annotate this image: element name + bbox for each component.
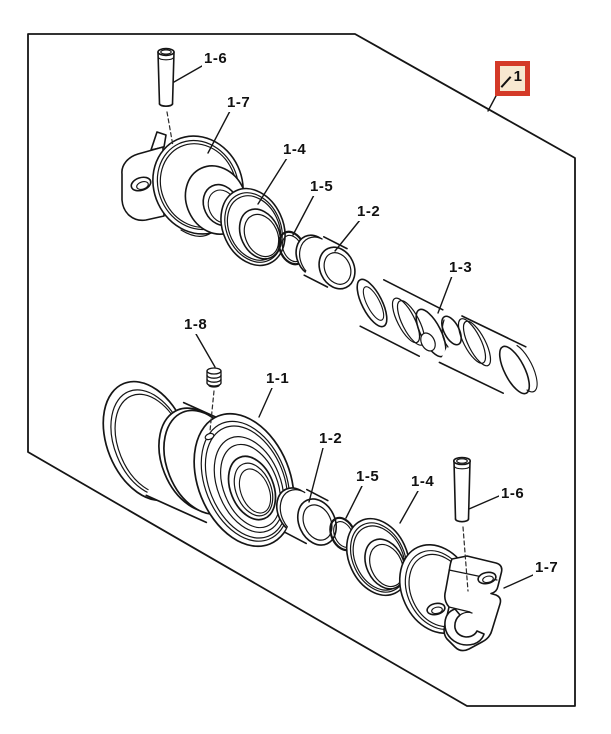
part-pin-top: [157, 47, 175, 107]
part-bracket-bottom: [398, 543, 503, 652]
part-bushing-top: [295, 234, 356, 290]
callout-1-4-top[interactable]: 1-4: [281, 141, 309, 159]
callout-1-2-bottom[interactable]: 1-2: [317, 430, 345, 448]
callout-1-7-bottom[interactable]: 1-7: [533, 559, 561, 577]
drawing-frame: [27, 33, 576, 707]
callout-1-7-top[interactable]: 1-7: [225, 94, 253, 112]
callout-1-6-bottom[interactable]: 1-6: [499, 485, 527, 503]
assembly-callout-selected[interactable]: 1: [495, 61, 530, 96]
callout-1-3[interactable]: 1-3: [447, 259, 475, 277]
callout-1-5-top[interactable]: 1-5: [308, 178, 336, 196]
callout-leader-lines: [173, 65, 534, 589]
part-bracket-top: [121, 131, 248, 237]
part-bushing-bottom: [275, 487, 338, 546]
part-shaft: [356, 278, 538, 395]
assembly-callout-number: 1: [513, 68, 522, 85]
part-plug: [206, 367, 222, 388]
callout-1-1[interactable]: 1-1: [264, 370, 292, 388]
assembly-axis-dashes: [166, 111, 469, 592]
part-pin-bottom: [452, 456, 471, 523]
callout-1-4-bottom[interactable]: 1-4: [409, 473, 437, 491]
callout-1-8[interactable]: 1-8: [182, 316, 210, 334]
callout-1-5-bottom[interactable]: 1-5: [354, 468, 382, 486]
callout-1-6-top[interactable]: 1-6: [202, 50, 230, 68]
assembly-callout-leader-tip: [500, 76, 512, 88]
callout-1-2-top[interactable]: 1-2: [355, 203, 383, 221]
part-seal-bottom: [345, 517, 411, 597]
assembly-callout-leader: [487, 93, 498, 112]
part-seal-top: [220, 187, 286, 267]
part-roller: [102, 380, 295, 548]
